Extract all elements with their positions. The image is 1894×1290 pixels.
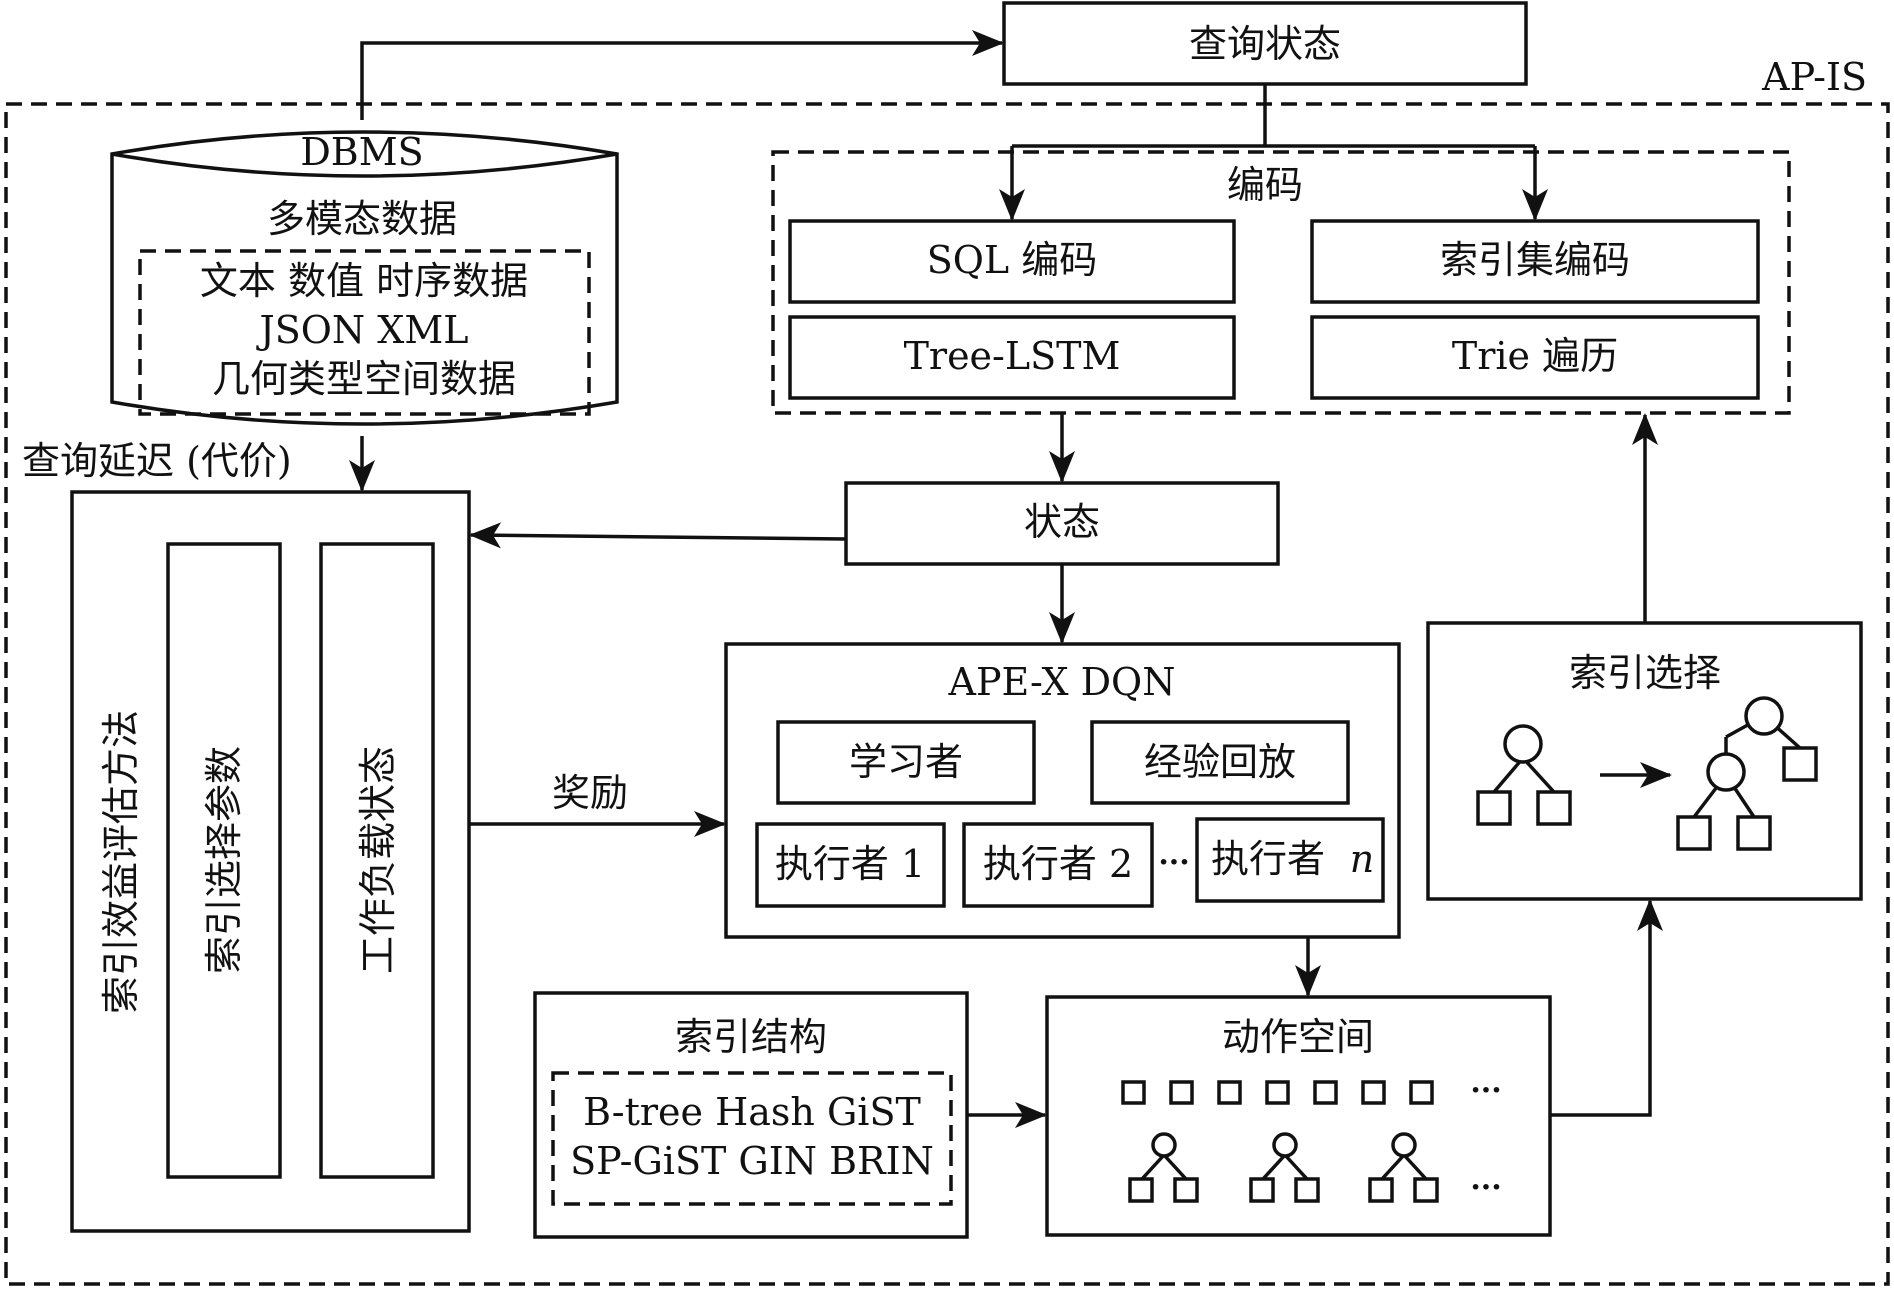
arrow-action-space-to-index-selection <box>1550 899 1663 1117</box>
executor-n-index: n <box>1350 837 1374 881</box>
action-trees-ellipsis: ··· <box>1470 1170 1501 1205</box>
ap-is-boundary <box>4 102 1890 1286</box>
dbms-cylinder <box>110 130 619 426</box>
index-selection-params-label: 索引选择参数 <box>202 746 246 974</box>
executor-n-box <box>1195 817 1385 903</box>
state-label: 状态 <box>1024 500 1100 544</box>
dbms-label: DBMS <box>300 130 423 174</box>
index-structure-label: 索引结构 <box>675 1015 827 1059</box>
data-types-line2: JSON XML <box>256 308 469 352</box>
data-types-box <box>138 249 591 416</box>
tree-after-icon <box>1676 696 1818 851</box>
tree-lstm-box <box>788 315 1236 400</box>
index-types-box <box>551 1071 953 1206</box>
index-types-line1: B-tree Hash GiST <box>583 1090 921 1134</box>
query-state-label: 查询状态 <box>1189 22 1341 66</box>
data-types-line3: 几何类型空间数据 <box>212 357 516 401</box>
action-squares-ellipsis: ··· <box>1470 1073 1501 1108</box>
multimodal-data-label: 多模态数据 <box>267 197 457 241</box>
executor-1-box <box>755 822 946 908</box>
index-structure-box <box>533 991 969 1239</box>
index-selection-box <box>1426 621 1863 901</box>
index-benefit-eval-label: 索引效益评估方法 <box>99 710 143 1014</box>
workload-state-box <box>319 542 435 1179</box>
index-selection-params-box <box>166 542 282 1179</box>
experience-replay-label: 经验回放 <box>1144 740 1296 784</box>
executor-n-prefix: 执行者 <box>1211 837 1325 881</box>
executor-2-label: 执行者 2 <box>983 842 1133 886</box>
ap-is-label: AP-IS <box>1761 55 1867 99</box>
learner-label: 学习者 <box>849 740 963 784</box>
executor-ellipsis: ··· <box>1158 845 1189 880</box>
learner-box <box>776 720 1036 805</box>
query-latency-label: 查询延迟 (代价) <box>22 439 292 483</box>
arrow-dbms-to-query-state <box>360 30 1004 120</box>
action-trees-row <box>1128 1132 1439 1203</box>
encoding-label: 编码 <box>1227 163 1303 207</box>
encoding-group <box>771 150 1791 415</box>
action-tree-icon <box>1128 1132 1199 1203</box>
apex-dqn-label: APE-X DQN <box>948 660 1176 704</box>
trie-traversal-label: Trie 遍历 <box>1452 334 1618 378</box>
arrow-state-to-eval <box>469 522 847 549</box>
data-types-line1: 文本 数值 时序数据 <box>200 259 528 303</box>
index-set-encoding-box <box>1310 219 1760 304</box>
action-tree-icon <box>1249 1132 1320 1203</box>
experience-replay-box <box>1090 720 1350 805</box>
executor-2-box <box>962 822 1154 908</box>
action-squares-row <box>1121 1080 1434 1105</box>
index-set-encoding-label: 索引集编码 <box>1440 238 1630 282</box>
action-tree-icon <box>1368 1132 1439 1203</box>
sql-encoding-label: SQL 编码 <box>927 238 1098 282</box>
reward-label: 奖励 <box>552 771 628 815</box>
executor-1-label: 执行者 1 <box>775 842 925 886</box>
index-selection-label: 索引选择 <box>1569 651 1721 695</box>
tree-before-icon <box>1476 724 1572 826</box>
workload-state-label: 工作负载状态 <box>356 746 400 974</box>
index-types-line2: SP-GiST GIN BRIN <box>570 1139 934 1183</box>
arrow-to-sql-encoding <box>1012 144 1535 219</box>
action-space-label: 动作空间 <box>1222 1015 1374 1059</box>
trie-traversal-box <box>1310 315 1760 400</box>
executor-n-label: 执行者 <box>1211 837 1325 881</box>
tree-lstm-label: Tree-LSTM <box>904 334 1121 378</box>
